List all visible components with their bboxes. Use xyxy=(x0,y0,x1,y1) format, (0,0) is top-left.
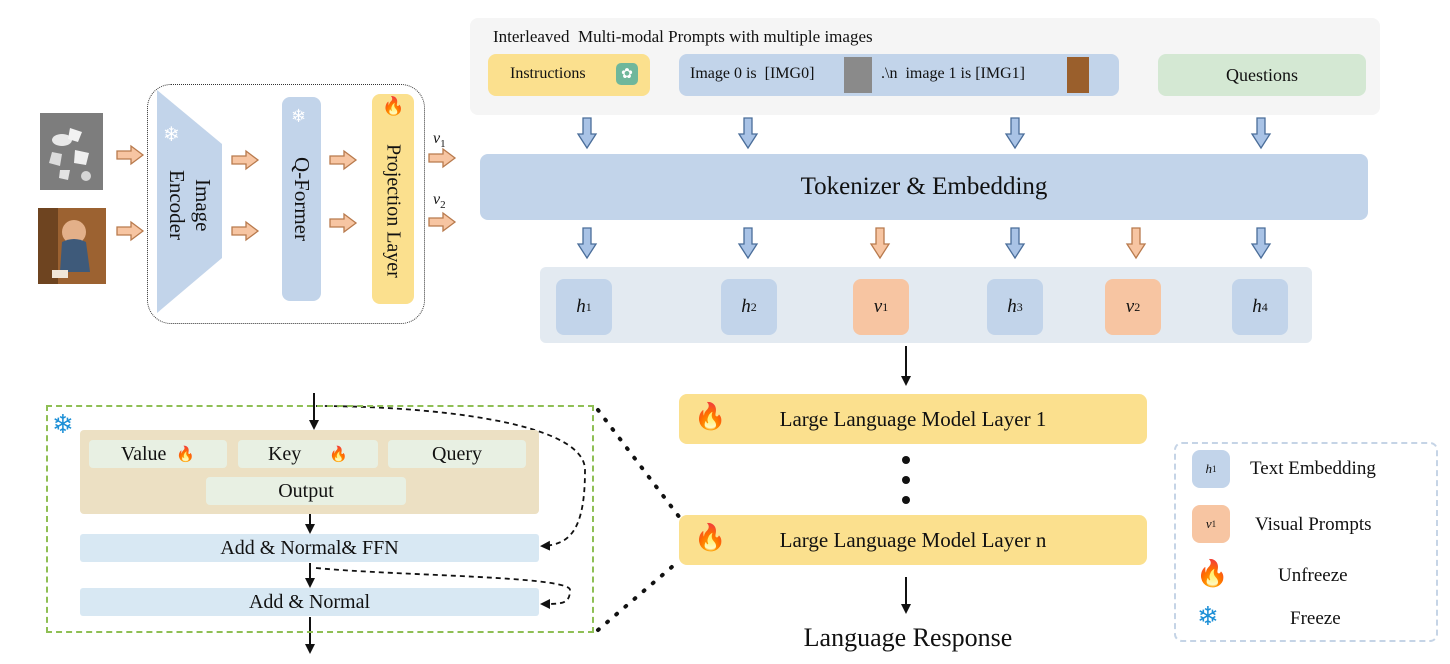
image-text-b: .\n image 1 is [IMG1] xyxy=(881,65,1025,82)
input-image-broken-cups xyxy=(40,113,103,190)
instructions-label: Instructions xyxy=(510,65,586,82)
legend-unfreeze: Unfreeze xyxy=(1278,565,1348,586)
language-response: Language Response xyxy=(730,618,1086,658)
flame-icon: 🔥 xyxy=(382,96,405,116)
value-label: Value xyxy=(120,442,167,465)
snowflake-icon: ❄ xyxy=(52,410,74,439)
layer-ellipsis-dots xyxy=(902,456,910,504)
instructions-block: Instructions ✿ xyxy=(488,54,650,96)
llm-layer-1-label: Large Language Model Layer 1 xyxy=(779,406,1047,431)
output-block: Output xyxy=(206,477,406,505)
image-encoder-text: Image Encoder xyxy=(165,170,215,240)
flame-icon: 🔥 xyxy=(329,446,348,463)
layer-detail-panel xyxy=(46,405,594,633)
query-label: Query xyxy=(432,442,482,465)
add-norm-block: Add & Normal xyxy=(80,588,539,616)
input-image-child xyxy=(38,208,106,284)
token-row xyxy=(540,267,1312,343)
questions-block: Questions xyxy=(1158,54,1366,96)
add-norm-ffn-block: Add & Normal& FFN xyxy=(80,534,539,562)
language-response-label: Language Response xyxy=(803,623,1013,652)
legend-freeze: Freeze xyxy=(1290,608,1341,629)
image-encoder-label: Image Encoder xyxy=(155,150,225,260)
flame-icon: 🔥 xyxy=(694,523,727,552)
add-norm-ffn-label: Add & Normal& FFN xyxy=(220,536,399,559)
image-text-block: Image 0 is [IMG0] .\n image 1 is [IMG1] xyxy=(679,54,1119,96)
flame-icon: 🔥 xyxy=(176,446,196,463)
tokenizer-label: Tokenizer & Embedding xyxy=(800,173,1048,200)
encoder-panel xyxy=(147,84,425,324)
v2-output-label: v2 xyxy=(433,191,446,212)
query-block: Query xyxy=(388,440,526,468)
value-block: Value 🔥 xyxy=(89,440,227,468)
tokenizer-embedding-block: Tokenizer & Embedding xyxy=(480,154,1368,220)
projection-layer-block: Projection Layer xyxy=(372,94,414,304)
prompt-panel-title: Interleaved Multi-modal Prompts with mul… xyxy=(493,27,873,46)
snowflake-icon: ❄ xyxy=(1197,602,1219,631)
snowflake-icon: ❄ xyxy=(291,106,307,126)
v1-output-label: v1 xyxy=(433,130,446,151)
img1-thumbnail xyxy=(1067,57,1089,93)
image-text-a: Image 0 is [IMG0] xyxy=(690,65,815,82)
llm-layer-n: Large Language Model Layer n xyxy=(679,515,1147,565)
flame-icon: 🔥 xyxy=(1196,559,1229,588)
add-norm-label: Add & Normal xyxy=(248,590,371,613)
q-former-block: Q-Former xyxy=(282,97,321,301)
projection-layer-label: Projection Layer xyxy=(382,144,405,278)
snowflake-icon: ❄ xyxy=(163,124,180,146)
img0-thumbnail xyxy=(844,57,872,93)
legend-panel xyxy=(1174,442,1438,642)
key-block: Key 🔥 xyxy=(238,440,378,468)
flame-icon: 🔥 xyxy=(694,402,727,431)
output-label: Output xyxy=(278,479,334,502)
legend-text-embedding: Text Embedding xyxy=(1250,458,1376,479)
key-label: Key xyxy=(267,442,302,465)
llm-layer-n-label: Large Language Model Layer n xyxy=(779,527,1047,552)
openai-logo-icon: ✿ xyxy=(616,63,638,85)
q-former-label: Q-Former xyxy=(290,157,314,241)
llm-layer-1: Large Language Model Layer 1 xyxy=(679,394,1147,444)
legend-visual-prompts: Visual Prompts xyxy=(1255,514,1372,535)
questions-label: Questions xyxy=(1226,64,1298,85)
